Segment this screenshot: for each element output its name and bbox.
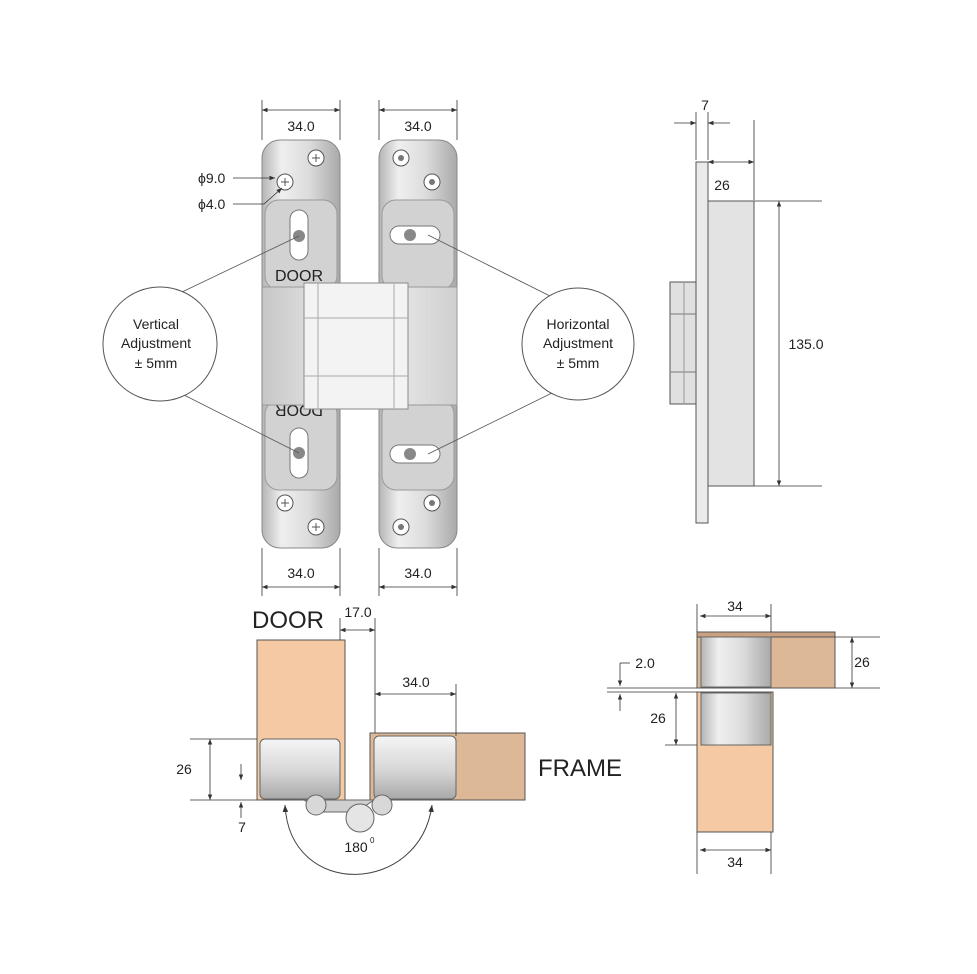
dim-label: 34.0 xyxy=(402,674,429,690)
screw-hole-icon xyxy=(423,494,441,512)
section-view xyxy=(696,631,836,833)
dimension-bottom-left: 34.0 xyxy=(261,548,341,596)
dim-label: 34 xyxy=(727,854,743,870)
screw-hole-icon xyxy=(423,173,441,191)
dimension-section-top-height: 26 xyxy=(835,636,880,689)
dimension-install-frame-width: 34.0 xyxy=(375,674,457,736)
dimension-side-depth: 26 xyxy=(708,120,755,200)
dim-label: 34.0 xyxy=(404,118,431,134)
side-view xyxy=(669,161,755,524)
screw-hole-icon xyxy=(307,149,325,167)
dimension-section-top-width: 34 xyxy=(696,598,772,632)
dim-label: 135.0 xyxy=(788,336,823,352)
dim-label: 26 xyxy=(714,177,730,193)
dimension-top-right: 34.0 xyxy=(378,100,458,140)
dim-label: 26 xyxy=(650,710,666,726)
horizontal-adjustment-callout: Horizontal Adjustment ± 5mm xyxy=(427,234,635,455)
dim-label: 34.0 xyxy=(404,565,431,581)
hinge-body xyxy=(261,282,458,410)
dimension-section-lower-height: 26 xyxy=(650,693,697,746)
dimension-bottom-right: 34.0 xyxy=(378,548,458,596)
dim-label: 2.0 xyxy=(635,655,655,671)
angle-unit: 0 xyxy=(370,836,375,845)
dimension-side-offset: 7 xyxy=(674,97,730,160)
callout-line: Adjustment xyxy=(121,335,191,351)
frame-install-label: FRAME xyxy=(538,755,622,782)
door-label-top: DOOR xyxy=(275,268,323,285)
door-install-label: DOOR xyxy=(252,607,324,634)
callout-line: Vertical xyxy=(133,316,179,332)
dim-label: 7 xyxy=(238,819,246,835)
dim-label: 17.0 xyxy=(344,604,371,620)
vertical-adjustment-callout: Vertical Adjustment ± 5mm xyxy=(102,235,300,454)
dim-label: 34.0 xyxy=(287,565,314,581)
callout-line: ± 5mm xyxy=(135,355,178,371)
dim-label: 7 xyxy=(701,97,709,113)
screw-hole-icon xyxy=(276,173,294,191)
dimension-install-height: 26 7 xyxy=(176,738,257,835)
dim-label: 26 xyxy=(854,654,870,670)
screw-hole-icon xyxy=(307,518,325,536)
screw-hole-icon xyxy=(392,518,410,536)
hole-small-label: ϕ4.0 xyxy=(198,196,226,212)
dimension-section-gap: 2.0 xyxy=(607,655,697,711)
dim-label: 34.0 xyxy=(287,118,314,134)
dimension-side-height: 135.0 xyxy=(754,200,824,487)
hole-large-label: ϕ9.0 xyxy=(198,170,226,186)
dimension-top-left: 34.0 xyxy=(261,100,341,140)
install-view: DOOR FRAME 180 0 xyxy=(252,607,622,875)
angle-label: 180 xyxy=(344,839,368,855)
dim-label: 34 xyxy=(727,598,743,614)
callout-line: Adjustment xyxy=(543,335,613,351)
dimension-section-bottom-width: 34 xyxy=(696,832,772,874)
screw-hole-icon xyxy=(392,149,410,167)
callout-line: ± 5mm xyxy=(557,355,600,371)
screw-hole-icon xyxy=(276,494,294,512)
dimension-install-gap: 17.0 xyxy=(339,604,376,733)
hole-callout: ϕ9.0 ϕ4.0 xyxy=(198,170,283,212)
dim-label: 26 xyxy=(176,761,192,777)
callout-line: Horizontal xyxy=(546,316,609,332)
